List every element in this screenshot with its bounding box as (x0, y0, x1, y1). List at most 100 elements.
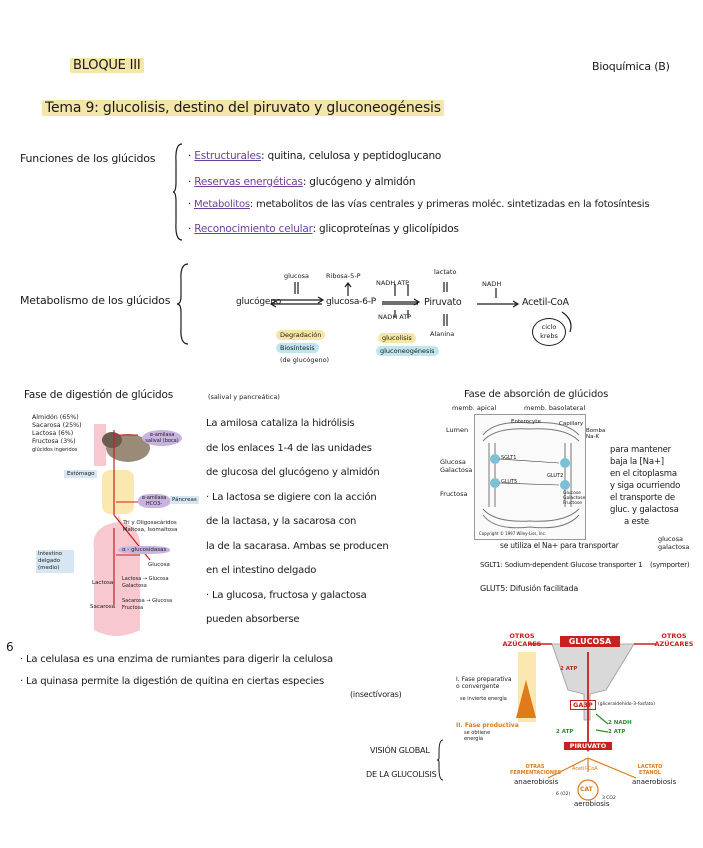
pancreas-label: Páncreas (170, 496, 199, 504)
copyright: Copyright © 1997 Wiley-Liss, Inc. (479, 531, 546, 536)
digestion-line-8: pueden absorberse (206, 608, 389, 633)
anaerobiosis-right: anaerobiosis (632, 778, 676, 786)
na-note: se utiliza el Na+ para transportar (500, 541, 619, 550)
lactosa-prod: Lactosa → Glucosa Galactosa (122, 576, 182, 590)
func-key-0: Estructurales (194, 150, 261, 162)
funciones-brace-icon (172, 142, 184, 242)
food-4: glúcidos ingeridos (32, 446, 82, 454)
nadh2-label: 2 NADH (608, 720, 632, 726)
vision-label-1: VISIÓN GLOBAL (370, 746, 430, 755)
right-gluc: Glucose Galactose Fructose (563, 491, 585, 506)
note-insectivoras: (insectívoras) (350, 690, 402, 699)
lactato-etanol: LACTATO ETANOL (632, 764, 668, 776)
acetil-label: Acetil-CoA (572, 766, 598, 772)
met-gluconeogenesis-label: gluconeogénesis (376, 346, 439, 356)
foods-list: Almidón (65%) Sacarosa (25%) Lactosa (6%… (32, 414, 82, 454)
glucosa-box: GLUCOSA (560, 636, 620, 647)
atp2b-label: 2 ATP (608, 729, 625, 735)
digestion-line-1: de los enlaces 1-4 de las unidades (206, 437, 389, 462)
vision-label-2: DE LA GLUCOLISIS (366, 770, 437, 779)
absorcion-heading: Fase de absorción de glúcidos (464, 389, 608, 400)
food-0: Almidón (65%) (32, 414, 82, 422)
bloque-label: BLOQUE III (70, 58, 144, 73)
funciones-item-estructurales: · Estructurales: quitina, celulosa y pep… (188, 150, 441, 162)
met-degradacion-label: Degradación (276, 330, 325, 340)
tema-label: Tema 9: glucolisis, destino del piruvato… (42, 100, 444, 116)
met-nadh: NADH (482, 280, 501, 288)
glut5-def: GLUT5: Difusión facilitada (480, 584, 578, 593)
aerobiosis-label: aerobiosis (574, 800, 610, 808)
glucosa-galactosa-label: Glucosa Galactosa (440, 458, 470, 474)
side-note-1: baja la [Na+] (610, 456, 680, 468)
digestion-line-2: de glucosa del glucógeno y almidón (206, 461, 389, 486)
sacarosa-prod: Sacarosa → Glucosa Fructosa (122, 598, 182, 612)
func-key-3: Reconocimiento celular (194, 223, 312, 235)
digestion-line-6: en el intestino delgado (206, 559, 389, 584)
digestion-note: (salival y pancreática) (208, 393, 280, 401)
met-de-glucogeno: (de glucógeno) (280, 356, 329, 364)
digestion-diagram: Almidón (65%) Sacarosa (25%) Lactosa (6%… (30, 410, 202, 640)
sglt1-def: SGLT1: Sodium-dependent Glucose transpor… (480, 561, 642, 569)
absorcion-side-note: para mantener baja la [Na+] en el citopl… (610, 444, 680, 528)
digestion-heading: Fase de digestión de glúcidos (24, 389, 173, 401)
met-biosintesis: Biosíntesis (276, 344, 319, 352)
atp2-label: 2 ATP (560, 666, 577, 672)
digestion-line-7: · La glucosa, fructosa y galactosa (206, 584, 389, 609)
vision-brace-icon (436, 738, 446, 782)
func-key-2: Metabolitos (194, 199, 250, 210)
met-piruvato: Piruvato (424, 297, 461, 308)
glut2-label: GLUT2 (547, 473, 563, 479)
fase2-note: se obtiene energía (464, 730, 504, 742)
met-degradacion: Degradación (276, 331, 325, 339)
side-note-2: en el citoplasma (610, 468, 680, 480)
sacarosa-label: Sacarosa (90, 604, 115, 610)
atp2c-label: 2 ATP (556, 729, 573, 735)
side-note-5: gluc. y galactosa (610, 504, 680, 516)
side-note-3: y siga ocurriendo (610, 480, 680, 492)
digestion-text: La amilosa cataliza la hidrólisis de los… (206, 412, 389, 633)
amilasa-saliva: α-amilasa salival (boca) (142, 430, 182, 446)
note-bullet-1-text: La celulasa es una enzima de rumiantes p… (26, 654, 333, 665)
met-nadh-atp-bottom: NADH ATP (378, 313, 411, 321)
met-glucosa6p: glucosa-6-P (326, 297, 376, 307)
met-glucogeno: glucógeno (236, 297, 281, 307)
digestion-line-0: La amilosa cataliza la hidrólisis (206, 412, 389, 437)
enterocyte-label: Enterocyte (511, 419, 541, 425)
fase1-label: I. Fase preparativa o convergente (456, 676, 516, 690)
intestino-label: Intestino delgado (medio) (36, 550, 74, 573)
piruvato-box: PIRUVATO (564, 742, 612, 750)
met-glucolisis-label: glucolisis (378, 333, 416, 343)
food-3: Fructosa (3%) (32, 438, 82, 446)
metabolismo-heading: Metabolismo de los glúcidos (20, 294, 170, 307)
food-1: Sacarosa (25%) (32, 422, 82, 430)
note-bullet-2-text: La quinasa permite la digestión de quiti… (26, 676, 324, 687)
fructosa-label: Fructosa (440, 490, 468, 498)
note-bullet-2: · La quinasa permite la digestión de qui… (20, 676, 324, 687)
notes-number: 6 (6, 640, 13, 654)
estomago-label: Estómago (64, 470, 97, 478)
funciones-item-reconocimiento: · Reconocimiento celular: glicoproteínas… (188, 223, 459, 235)
met-glucosa: glucosa (284, 272, 309, 280)
glut5-label: GLUT5 (501, 479, 517, 485)
met-ciclo: ciclo krebs (532, 318, 566, 346)
lumen-label: Lumen (446, 426, 468, 434)
func-key-1: Reservas energéticas (194, 176, 303, 188)
side-note-4: el transporte de (610, 492, 680, 504)
otros-left: OTROS AZÚCARES (502, 632, 542, 648)
memb-basolateral: memb. basolateral (524, 404, 585, 412)
digestion-line-3: · La lactosa se digiere con la acción (206, 486, 389, 511)
tema-title: Tema 9: glucolisis, destino del piruvato… (42, 100, 444, 116)
side-note-0: para mantener (610, 444, 680, 456)
met-acetilcoa: Acetil-CoA (522, 297, 569, 308)
absorption-diagram: Enterocyte Capillary SGLT1 GLUT5 GLUT2 G… (474, 414, 586, 540)
subject-title: Bioquímica (B) (592, 60, 670, 73)
memb-apical: memb. apical (452, 404, 496, 412)
note-bullet-1: · La celulasa es una enzima de rumiantes… (20, 654, 333, 665)
func-val-3: : glicoproteínas y glicolípidos (313, 223, 459, 235)
symporter: (symporter) (650, 561, 689, 569)
side-note-6: a este (610, 516, 680, 528)
func-val-0: : quitina, celulosa y peptidoglucano (261, 150, 441, 162)
metabolismo-brace-icon (176, 262, 190, 346)
met-lactato: lactato (434, 268, 456, 276)
o2-label: 6 (O2) (556, 792, 570, 797)
